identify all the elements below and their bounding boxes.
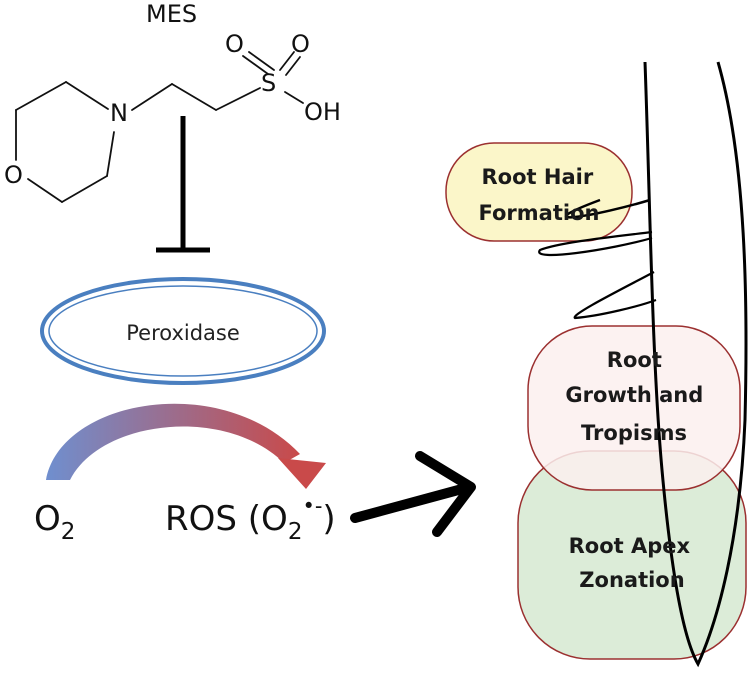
root-outline (643, 61, 748, 668)
hydroxyl-group: OH (304, 98, 341, 126)
product-prefix: ROS (O (165, 499, 288, 539)
zone-root-hair-label: Root Hair Formation (479, 165, 601, 225)
product-suffix: ) (322, 499, 335, 539)
root-hair-2 (538, 230, 653, 256)
inhibition-arrow (156, 116, 210, 253)
mes-structure: MES N O S O O OH (4, 0, 341, 203)
product-subscript: 2 (288, 519, 303, 545)
ring-oxygen-atom: O (4, 161, 23, 189)
reaction-arc (46, 403, 326, 489)
zone-root-hair (445, 142, 633, 242)
zone-root-growth (527, 325, 741, 491)
oxygen-atom: O (225, 30, 244, 58)
nitrogen-atom: N (110, 99, 128, 127)
molecule-name: MES (146, 0, 197, 28)
peroxidase-label: Peroxidase (126, 321, 240, 345)
substrate-subscript: 2 (61, 519, 76, 545)
zone-root-apex-label: Root Apex Zonation (569, 534, 698, 592)
substrate-base: O (34, 499, 61, 539)
root-diagram: Root Hair Formation Root Growth and Trop… (445, 61, 748, 668)
root-hair-1 (565, 198, 651, 219)
product-superscript: •- (302, 494, 322, 518)
root-hair-3 (573, 271, 657, 320)
effect-arrow (350, 451, 476, 537)
sulfur-atom: S (261, 69, 276, 97)
zone-root-growth-label: Root Growth and Tropisms (565, 348, 710, 445)
peroxidase-enzyme: Peroxidase (40, 277, 326, 385)
oxygen-atom: O (291, 30, 310, 58)
product-ros: ROS (O2•-) (165, 494, 336, 545)
substrate-o2: O2 (34, 499, 75, 545)
